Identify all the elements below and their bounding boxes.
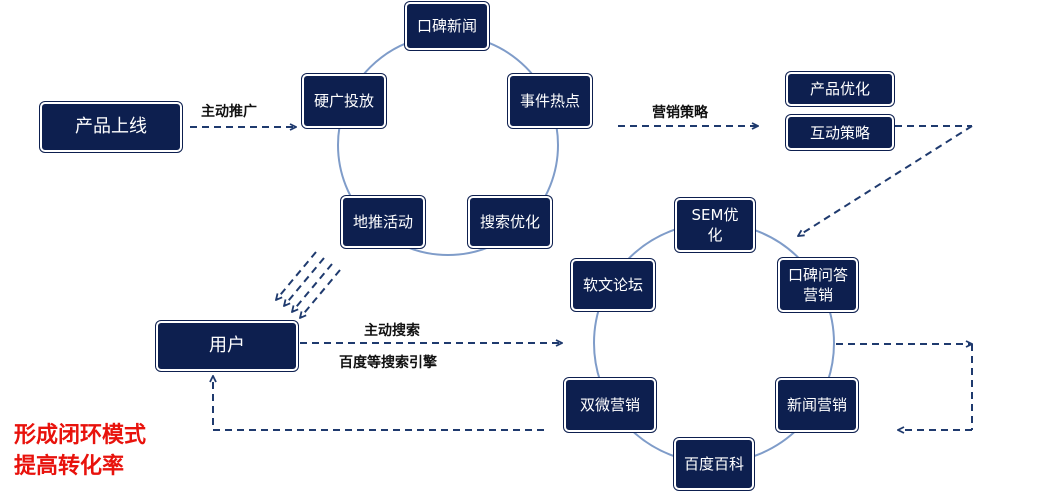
active-search-label: 主动搜索 xyxy=(364,323,420,339)
hard-ads-node[interactable]: 硬广投放 xyxy=(302,74,386,128)
sem-optimization-node[interactable]: SEM优化 xyxy=(675,198,755,252)
baidu-search-engines-label: 百度等搜索引擎 xyxy=(339,355,437,371)
search-optimization-node[interactable]: 搜索优化 xyxy=(468,196,552,248)
marketing-strategy-label: 营销策略 xyxy=(652,105,708,121)
product-optimization-node[interactable]: 产品优化 xyxy=(786,72,894,106)
arrow-right-to-sem xyxy=(798,125,973,236)
slogan-line-1: 形成闭环模式 xyxy=(14,423,147,448)
arrow-ground-to-user-3 xyxy=(292,263,333,312)
ground-promotion-node[interactable]: 地推活动 xyxy=(341,196,425,248)
arrow-loop-back-to-user xyxy=(213,376,544,431)
news-marketing-node[interactable]: 新闻营销 xyxy=(776,378,858,432)
arrow-ground-to-user-4 xyxy=(300,269,341,318)
word-of-mouth-qa-node[interactable]: 口碑问答营销 xyxy=(778,258,858,312)
slogan-text: 形成闭环模式 提高转化率 xyxy=(14,420,146,482)
arrow-ground-to-user-1 xyxy=(276,251,317,300)
soft-article-forum-node[interactable]: 软文论坛 xyxy=(571,259,655,311)
event-hotspot-node[interactable]: 事件热点 xyxy=(508,74,592,128)
active-promotion-label: 主动推广 xyxy=(201,104,257,120)
interaction-strategy-node[interactable]: 互动策略 xyxy=(786,115,894,150)
product-launch-node[interactable]: 产品上线 xyxy=(40,102,182,152)
slogan-line-2: 提高转化率 xyxy=(14,454,125,479)
user-node[interactable]: 用户 xyxy=(156,321,298,371)
baidu-baike-node[interactable]: 百度百科 xyxy=(674,438,754,490)
arrow-ground-to-user-2 xyxy=(284,257,325,306)
double-micro-marketing-node[interactable]: 双微营销 xyxy=(564,378,656,432)
word-of-mouth-news-node[interactable]: 口碑新闻 xyxy=(405,2,489,50)
